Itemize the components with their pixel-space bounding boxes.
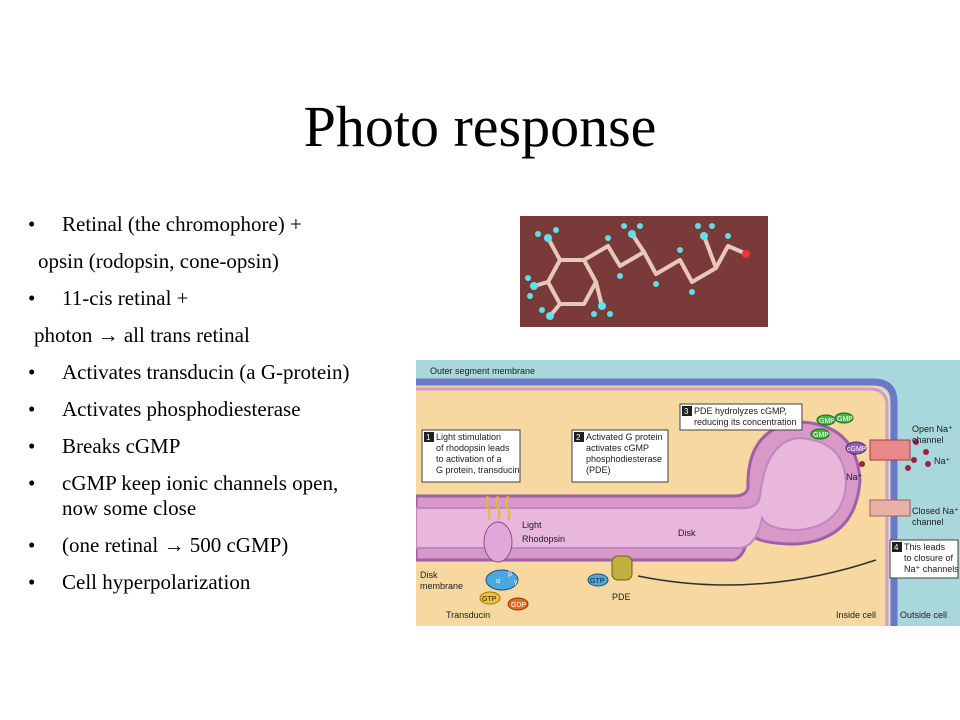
na-label-outside: Na⁺ [934,456,951,466]
gdp-label: GDP [511,602,527,609]
step-3-line-1: PDE hydrolyzes cGMP, [694,406,787,416]
retinal-molecule-image [520,216,768,327]
step-1-line-4: G protein, transducin [436,465,520,475]
outside-cell-label: Outside cell [900,610,947,620]
bullet-item: Breaks cGMP [28,434,378,459]
step-4-line-2: to closure of [904,553,954,563]
bullet-item: 11-cis retinal + [28,286,378,311]
step-4-line-1: This leads [904,542,946,552]
step-2-line-4: (PDE) [586,465,611,475]
step-3-number: 3 [684,407,689,416]
step-1-number: 1 [426,433,431,442]
gmp-label-3: GMP [813,432,829,439]
gtp-label-pde: GTP [590,578,605,585]
disk-label: Disk [678,528,696,538]
open-channel-label-line-2: channel [912,435,944,445]
gmp-label-1: GMP [819,418,835,425]
phototransduction-diagram: Outer segment membrane 1 Light stimulati… [416,360,960,626]
step-4-line-3: Na⁺ channels [904,564,959,574]
bullet-item: cGMP keep ionic channels open, now some … [28,471,378,521]
bullet-item: Activates phosphodiesterase [28,397,378,422]
gtp-label-transducin: GTP [482,596,497,603]
open-channel-label-line-1: Open Na⁺ [912,424,953,434]
pde-label: PDE [612,592,631,602]
step-2-line-3: phosphodiesterase [586,454,662,464]
gamma-label: γ [514,579,518,586]
step-3-line-2: reducing its concentration [694,417,797,427]
page-title: Photo response [303,94,657,159]
step-2-line-1: Activated G protein [586,432,663,442]
step-1-line-3: to activation of a [436,454,502,464]
step-1-line-2: of rhodopsin leads [436,443,510,453]
disk-membrane-label-line-2: membrane [420,581,463,591]
alpha-label: α [496,578,500,585]
step-1-line-1: Light stimulation [436,432,501,442]
bullet-item: (one retinal → 500 cGMP) [28,533,378,558]
bullet-continuation: photon → all trans retinal [34,323,250,347]
bullet-item: Activates transducin (a G-protein) [28,360,378,385]
bullet-item: Retinal (the chromophore) + [28,212,378,237]
bullet-list: Retinal (the chromophore) + opsin (rodop… [28,212,378,607]
inside-cell-label: Inside cell [836,610,876,620]
bullet-continuation: opsin (rodopsin, cone-opsin) [38,249,279,273]
step-2-number: 2 [576,433,581,442]
transducin-label: Transducin [446,610,490,620]
step-2-line-2: activates cGMP [586,443,649,453]
outer-segment-membrane-label: Outer segment membrane [430,366,535,376]
rhodopsin-label: Rhodopsin [522,534,565,544]
closed-channel-label-line-1: Closed Na⁺ [912,506,959,516]
light-label: Light [522,520,542,530]
gmp-label-2: GMP [837,416,853,423]
step-4-number: 4 [894,543,899,552]
closed-channel-label-line-2: channel [912,517,944,527]
na-label-inside: Na⁺ [846,472,863,482]
cgmp-label: cGMP [847,446,867,453]
bullet-item: Cell hyperpolarization [28,570,378,595]
beta-label: β [508,571,512,578]
disk-membrane-label-line-1: Disk [420,570,438,580]
